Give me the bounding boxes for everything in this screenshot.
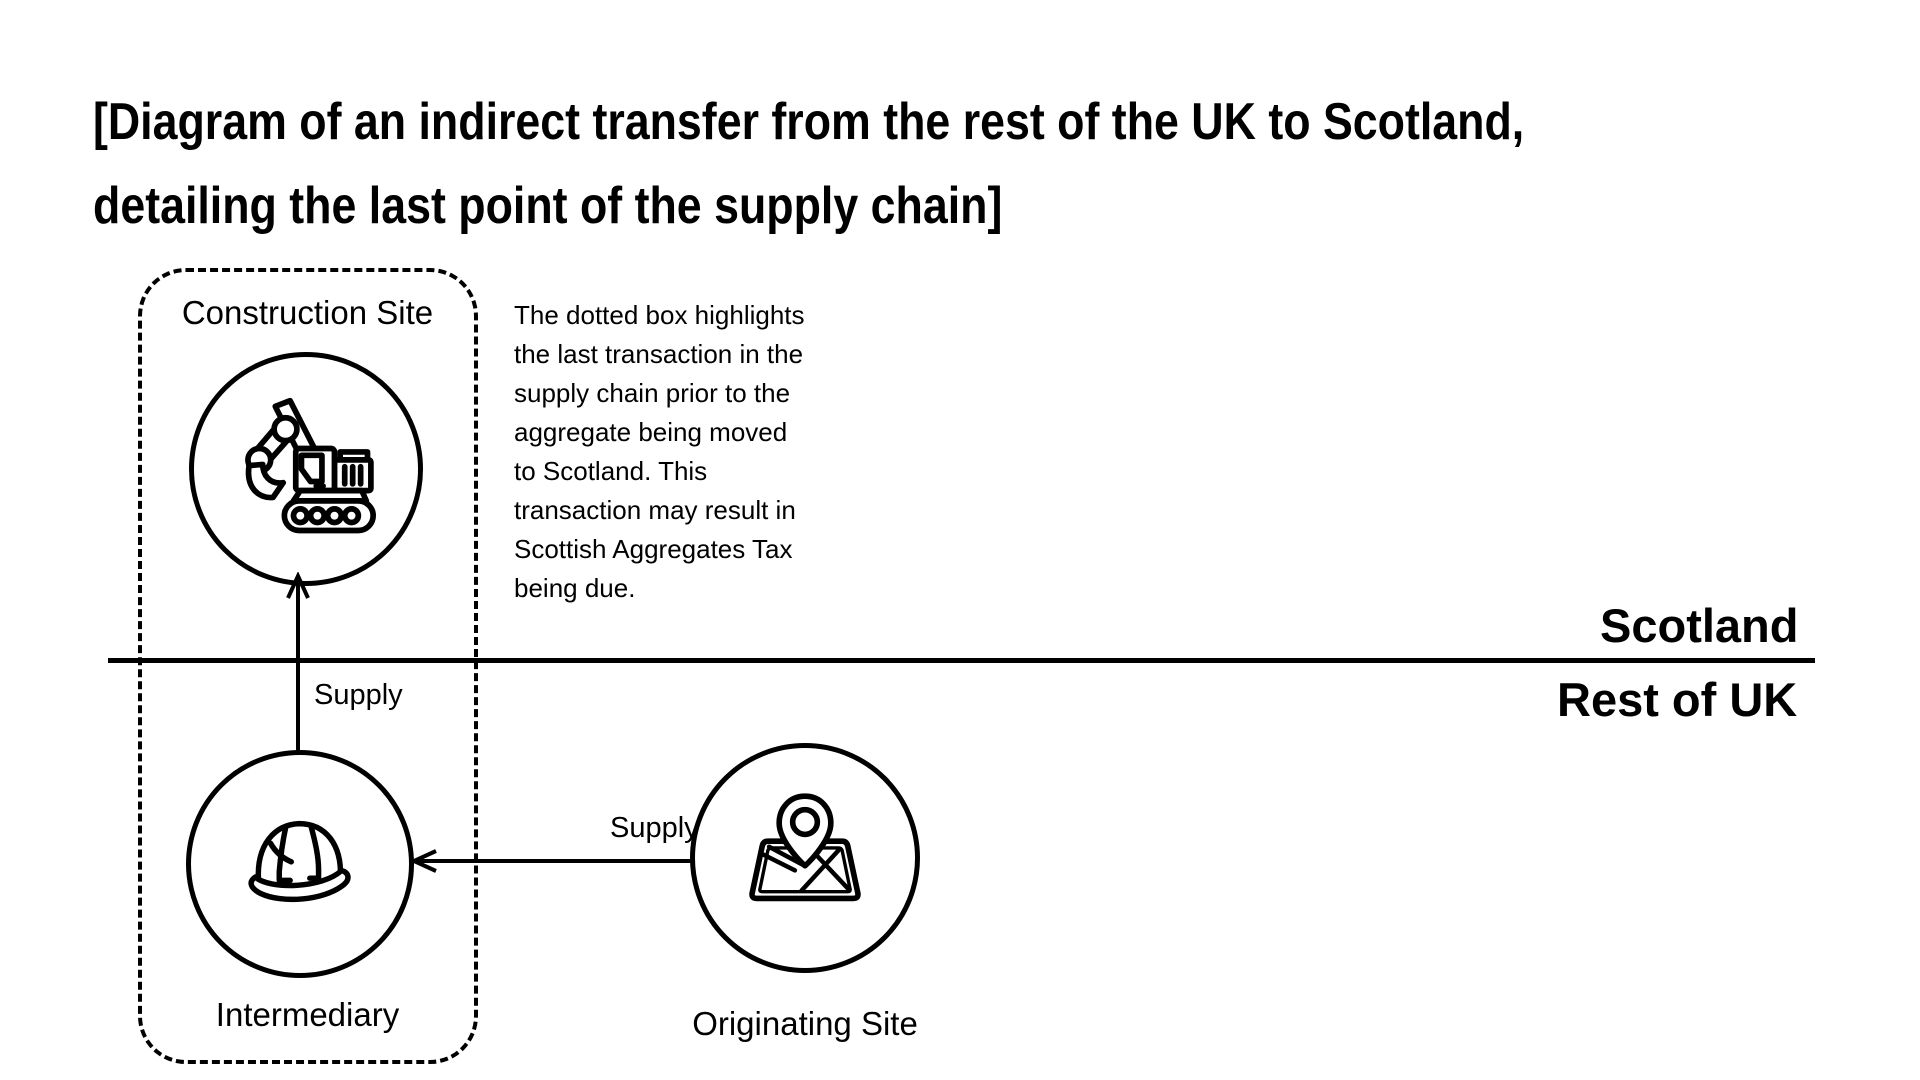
- annotation-line: to Scotland. This: [514, 456, 708, 486]
- annotation-line: Scottish Aggregates Tax: [514, 534, 793, 564]
- supply-label-horizontal: Supply: [610, 812, 699, 844]
- intermediary-node: [186, 750, 414, 978]
- originating-site-node: [690, 743, 920, 973]
- annotation-line: the last transaction in the: [514, 339, 804, 369]
- annotation-line: The dotted box highlights: [514, 300, 805, 330]
- page-title-line-2: detailing the last point of the supply c…: [93, 177, 1003, 235]
- intermediary-label: Intermediary: [215, 996, 400, 1033]
- rest-of-uk-region-label: Rest of UK: [1557, 673, 1798, 726]
- annotation-line: being due.: [514, 573, 636, 603]
- hard-hat-icon: [248, 820, 351, 903]
- supply-label-vertical: Supply: [314, 679, 403, 711]
- page-title-line-1: [Diagram of an indirect transfer from th…: [93, 93, 1525, 151]
- map-location-pin-icon: [749, 793, 861, 902]
- scotland-rest-of-uk-border-line: [108, 658, 1815, 663]
- page-title: [Diagram of an indirect transfer from th…: [93, 80, 1524, 248]
- last-transaction-dashed-box: [138, 268, 478, 1064]
- construction-site-node: [189, 352, 423, 586]
- excavator-icon: [245, 397, 377, 534]
- annotation-line: aggregate being moved: [514, 417, 788, 447]
- construction-site-label: Construction Site: [181, 294, 434, 331]
- supply-arrow-up: [286, 572, 310, 752]
- scotland-region-label: Scotland: [1600, 599, 1799, 652]
- annotation-line: supply chain prior to the: [514, 378, 791, 408]
- originating-site-label: Originating Site: [692, 1005, 918, 1042]
- annotation-text: The dotted box highlights the last trans…: [514, 296, 805, 608]
- supply-arrow-left: [409, 849, 691, 873]
- annotation-line: transaction may result in: [514, 495, 796, 525]
